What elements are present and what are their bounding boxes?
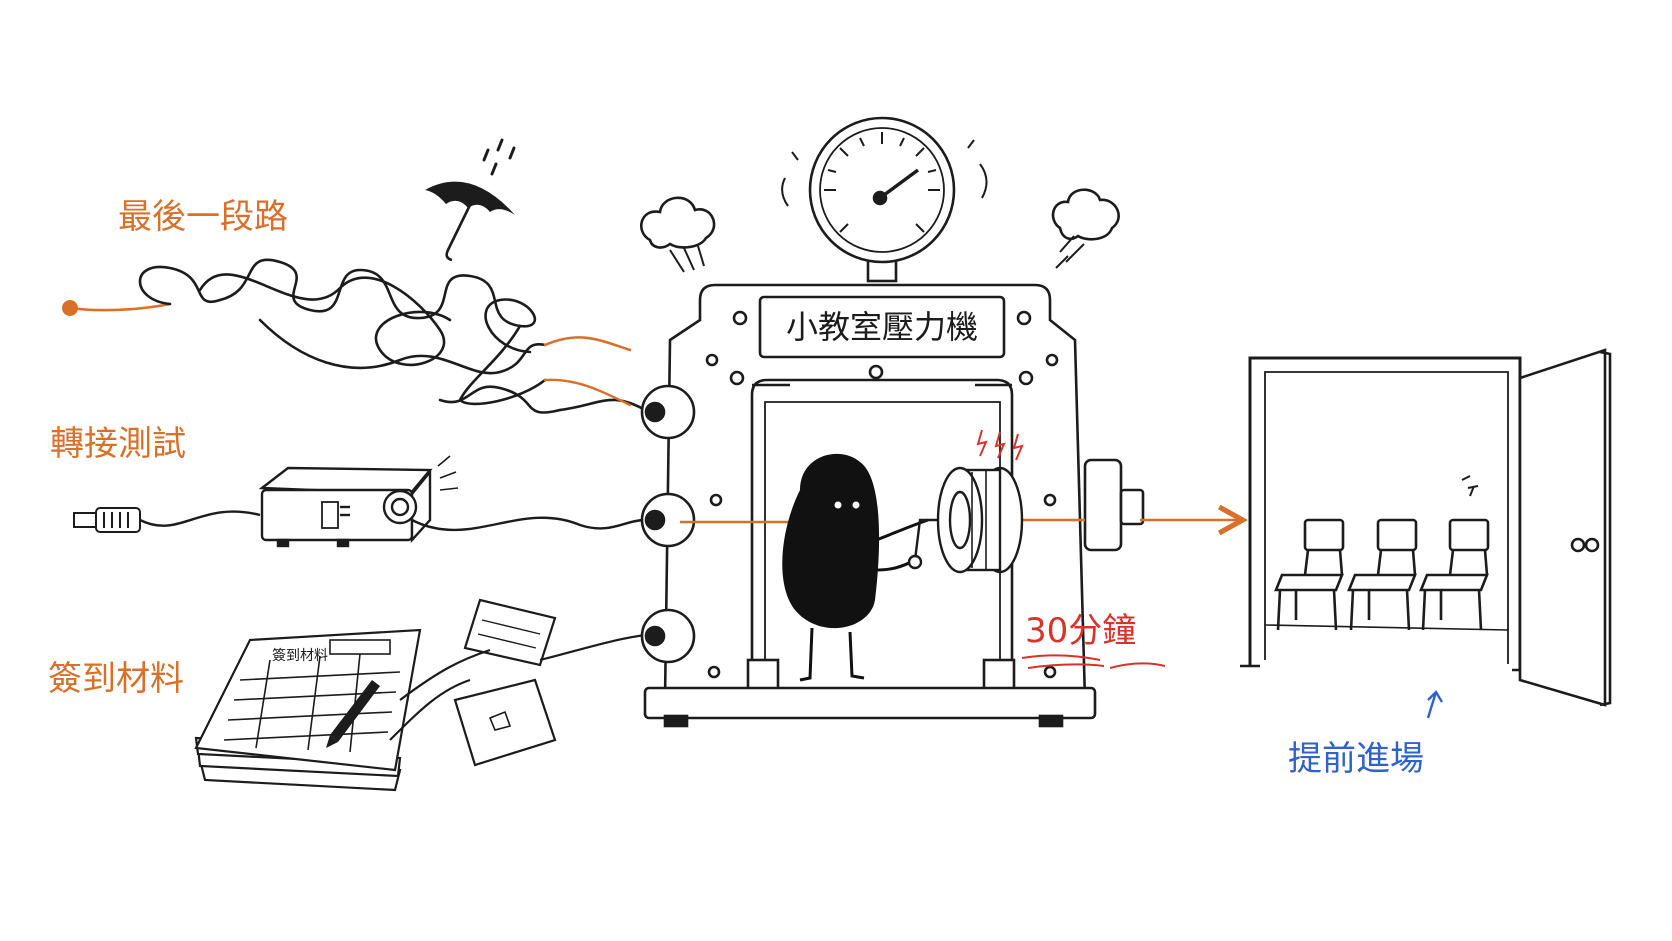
machine-title: 小教室壓力機 [786, 308, 978, 346]
socket-bottom [640, 608, 696, 664]
door-icon [1518, 348, 1612, 707]
label-adapter-test: 轉接測試 [50, 424, 186, 464]
umbrella-icon [425, 138, 516, 262]
label-signin-materials: 簽到材料 [48, 659, 184, 699]
label-early-entry: 提前進場 [1288, 739, 1424, 779]
socket-top [640, 384, 696, 440]
steam-cloud-icon [1051, 188, 1120, 269]
socket-middle [640, 492, 696, 548]
character [782, 453, 929, 682]
label-last-mile: 最後一段路 [118, 197, 288, 237]
pen-icon [330, 680, 380, 742]
chair-icon [1274, 518, 1345, 631]
chair-icon [1347, 518, 1418, 631]
handwheel-icon [907, 429, 1024, 574]
chair-icon [1419, 518, 1490, 631]
sheet-title: 簽到材料 [272, 647, 328, 664]
signin-papers: 簽到材料 [194, 598, 646, 792]
minutes-label: 30分鐘 [1025, 611, 1136, 651]
minutes-label-group: 30分鐘 [1021, 611, 1166, 669]
pressure-machine: 小教室壓力機 [640, 116, 1145, 728]
early-entry-arrow [1426, 690, 1444, 719]
steam-cloud-icon [640, 196, 716, 273]
tangled-path [62, 258, 647, 414]
projector-icon [258, 455, 646, 548]
usb-plug-icon [73, 507, 261, 533]
classroom [1240, 348, 1612, 707]
